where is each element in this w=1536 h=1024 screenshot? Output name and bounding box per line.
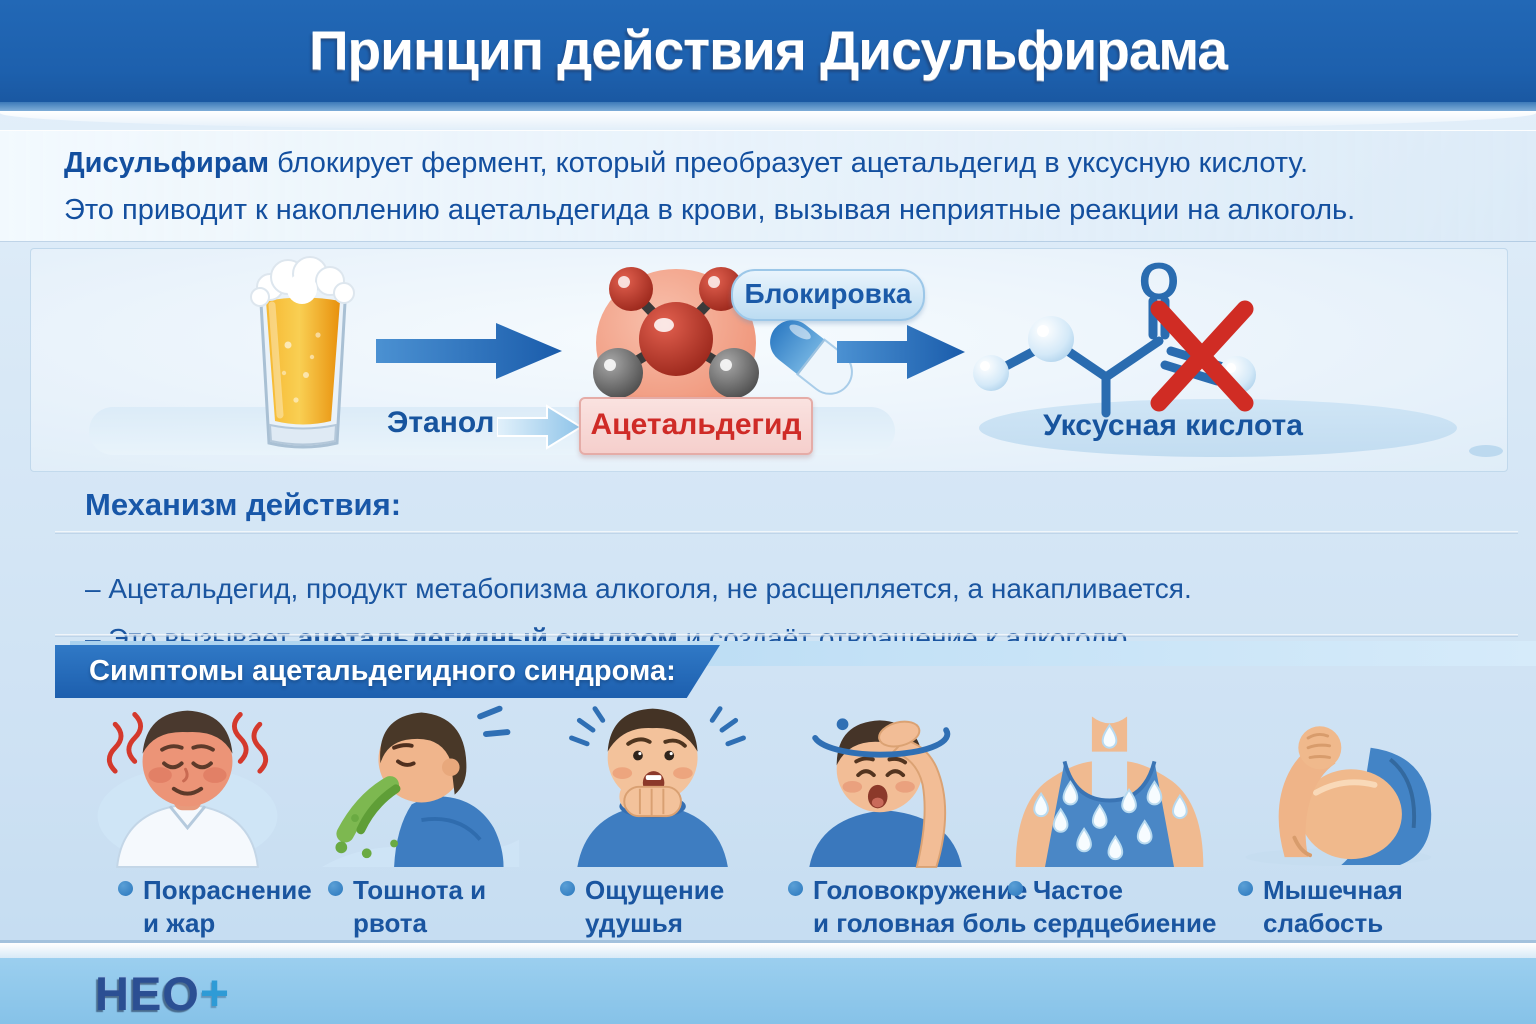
intro-line-1: Дисульфирам блокирует фермент, который п… [64, 147, 1308, 180]
footer-highlight [0, 943, 1536, 958]
symptom-label: Ощущение удушья [585, 875, 725, 938]
mechanism-bullet-1: – Ацетальдегид, продукт метабопизма алко… [85, 573, 1192, 604]
symptom-label-item: Мышечная слабость [1238, 874, 1408, 939]
section-divider [55, 531, 1518, 534]
page-title: Принцип действия Дисульфирама [309, 19, 1228, 81]
bullet-dot-icon [788, 881, 803, 896]
bullet-dot-icon [328, 881, 343, 896]
section-divider [55, 634, 1518, 637]
acetaldehyde-label: Ацетальдегид [590, 408, 802, 441]
flow-arrow-light-icon [497, 404, 583, 450]
beer-glass-icon [250, 256, 355, 449]
intro-bold-term: Дисульфирам [64, 147, 270, 179]
mechanism-heading: Механизм действия: [85, 487, 402, 522]
symptom-label-item: Покраснение и жар [118, 874, 318, 939]
acetic-acid-label: Уксусная кислота [1043, 409, 1303, 442]
brand-logo-plus-icon: + [199, 965, 231, 1021]
acetaldehyde-label-box: Ацетальдегид [579, 397, 813, 455]
symptom-label-item: Головокружение и головная боль [788, 874, 1027, 939]
symptom-label: Головокружение и головная боль [813, 875, 1028, 938]
brand-logo-text: НЕО [95, 967, 200, 1020]
ethanol-label: Этанол [387, 406, 495, 439]
bicep-arm-illustration [1245, 726, 1432, 866]
symptom-label: Тошнота и рвота [353, 875, 487, 938]
footer-bar: НЕО+ [0, 958, 1536, 1024]
water-puddle-shape [979, 399, 1457, 457]
flow-arrow-icon [376, 323, 562, 379]
symptom-label: Покраснение и жар [143, 875, 312, 938]
symptom-label-item: Частое сердцебиение [1008, 874, 1216, 939]
banner-edge-divider [0, 102, 1536, 111]
blocking-badge-label: Блокировка [744, 278, 912, 309]
symptom-label-item: Тошнота и рвота [328, 874, 558, 939]
vomiting-illustration [321, 705, 520, 867]
symptoms-heading: Симптомы ацетальдегидного синдрома: [89, 655, 676, 687]
symptom-label-item: Ощущение удушья [560, 874, 800, 939]
bullet-dot-icon [1008, 881, 1023, 896]
flow-diagram-section: Блокировка [30, 248, 1508, 472]
brand-logo: НЕО+ [95, 964, 230, 1022]
intro-line-1-rest: блокирует фермент, который преобразует а… [269, 147, 1309, 179]
flushed-face-illustration [97, 710, 278, 868]
choking-illustration [569, 706, 746, 867]
title-banner: Принцип действия Дисульфирама [0, 0, 1536, 102]
bullet-dot-icon [560, 881, 575, 896]
sweating-torso-illustration [1015, 716, 1204, 867]
banner-curve-highlight [0, 111, 1536, 131]
water-puddle-drop-shape [1469, 445, 1503, 457]
dizziness-illustration [809, 718, 962, 868]
blocked-x-icon [1150, 300, 1254, 412]
bullet-dot-icon [118, 881, 133, 896]
flow-arrow-icon [837, 325, 965, 379]
symptoms-heading-ribbon: Симптомы ацетальдегидного синдрома: [55, 645, 720, 698]
acetic-acid-molecule-icon: O [973, 253, 1256, 418]
footer-divider [0, 940, 1536, 943]
intro-line-2: Это приводит к накоплению ацетальдегида … [64, 194, 1356, 226]
symptom-label: Частое сердцебиение [1033, 875, 1217, 938]
blocking-badge: Блокировка [731, 269, 925, 321]
intro-section: Дисульфирам блокирует фермент, который п… [0, 130, 1536, 242]
symptom-label: Мышечная слабость [1263, 875, 1403, 938]
bullet-dot-icon [1238, 881, 1253, 896]
